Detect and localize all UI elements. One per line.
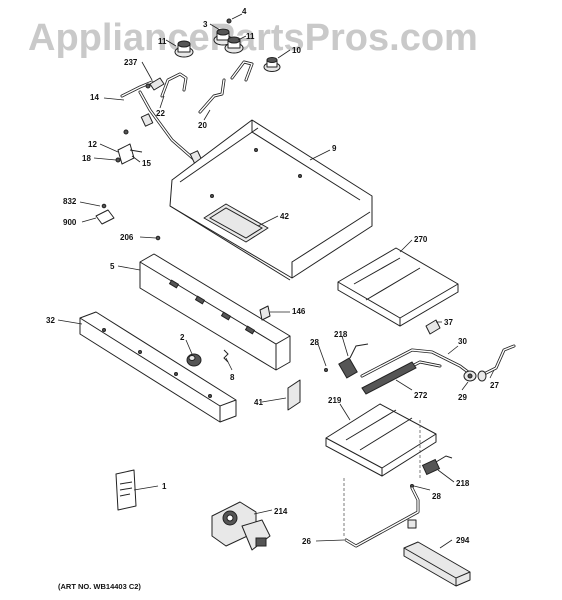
- bracket-900[interactable]: [95, 203, 115, 225]
- callout-237: 237: [124, 58, 138, 67]
- callout-272: 272: [414, 391, 428, 400]
- instruction-card-1[interactable]: [115, 469, 137, 511]
- callout-832: 832: [63, 197, 77, 206]
- callout-5: 5: [110, 262, 115, 271]
- callout-3: 3: [203, 20, 208, 29]
- callout-214: 214: [274, 507, 288, 516]
- callout-37: 37: [444, 318, 453, 327]
- burner-baffle-219[interactable]: [325, 403, 437, 477]
- gas-tube-27[interactable]: [477, 344, 516, 382]
- callout-11-right: 11: [246, 32, 255, 41]
- knob-2[interactable]: [186, 353, 202, 367]
- valve-cap-10[interactable]: [263, 57, 281, 72]
- screw-206[interactable]: [155, 235, 161, 241]
- burner-tube-20[interactable]: [198, 78, 226, 114]
- art-number: (ART NO. WB14403 C2): [58, 582, 141, 591]
- callout-8: 8: [230, 373, 235, 382]
- callout-146: 146: [292, 307, 306, 316]
- igniter-218-upper[interactable]: [338, 343, 369, 379]
- burner-bracket-272[interactable]: [361, 361, 417, 395]
- callout-20: 20: [198, 121, 207, 130]
- access-panel-42[interactable]: [203, 203, 269, 243]
- shield-294[interactable]: [403, 541, 471, 587]
- callout-28-upper: 28: [310, 338, 319, 347]
- callout-14: 14: [90, 93, 99, 102]
- callout-11-left: 11: [158, 37, 167, 46]
- callout-28-lower: 28: [432, 492, 441, 501]
- manifold-panel-5[interactable]: [139, 253, 291, 371]
- burner-tube-22[interactable]: [160, 72, 188, 98]
- orifice-holder-29[interactable]: [463, 370, 477, 382]
- callout-900: 900: [63, 218, 77, 227]
- callout-10: 10: [292, 46, 301, 55]
- callout-29: 29: [458, 393, 467, 402]
- callout-294: 294: [456, 536, 470, 545]
- spark-electrode-28-upper[interactable]: [324, 368, 328, 372]
- orifice-fitting-237[interactable]: [145, 77, 165, 91]
- callout-30: 30: [458, 337, 467, 346]
- burner-box-9[interactable]: [169, 119, 373, 281]
- valve-bracket-12[interactable]: [115, 129, 143, 165]
- callout-9: 9: [332, 144, 337, 153]
- panel-41[interactable]: [287, 379, 301, 411]
- valve-cap-11-right[interactable]: [224, 36, 244, 54]
- callout-218-lower: 218: [456, 479, 470, 488]
- callout-4: 4: [242, 7, 247, 16]
- valve-cap-3[interactable]: [213, 28, 233, 46]
- callout-12: 12: [88, 140, 97, 149]
- callout-41: 41: [254, 398, 263, 407]
- callout-26: 26: [302, 537, 311, 546]
- callout-15: 15: [142, 159, 151, 168]
- burner-shield-270[interactable]: [337, 247, 459, 327]
- clip-146[interactable]: [259, 305, 271, 321]
- manifold-strip-32[interactable]: [79, 311, 237, 423]
- watermark-text: AppliancePartsPros.com: [28, 17, 478, 59]
- callout-32: 32: [46, 316, 55, 325]
- pressure-regulator-214[interactable]: [211, 501, 271, 551]
- broil-burner-26[interactable]: [344, 486, 420, 548]
- callout-27: 27: [490, 381, 499, 390]
- callout-42: 42: [280, 212, 289, 221]
- spring-8[interactable]: [223, 349, 229, 363]
- callout-218-upper: 218: [334, 330, 348, 339]
- callout-206: 206: [120, 233, 134, 242]
- valve-cap-11-left[interactable]: [174, 40, 194, 58]
- callout-2: 2: [180, 333, 185, 342]
- callout-18: 18: [82, 154, 91, 163]
- bracket-37[interactable]: [425, 319, 441, 335]
- callout-1: 1: [162, 482, 167, 491]
- igniter-218-lower[interactable]: [421, 455, 453, 476]
- callout-270: 270: [414, 235, 428, 244]
- callout-219: 219: [328, 396, 342, 405]
- screw-4[interactable]: [226, 18, 232, 24]
- callout-22: 22: [156, 109, 165, 118]
